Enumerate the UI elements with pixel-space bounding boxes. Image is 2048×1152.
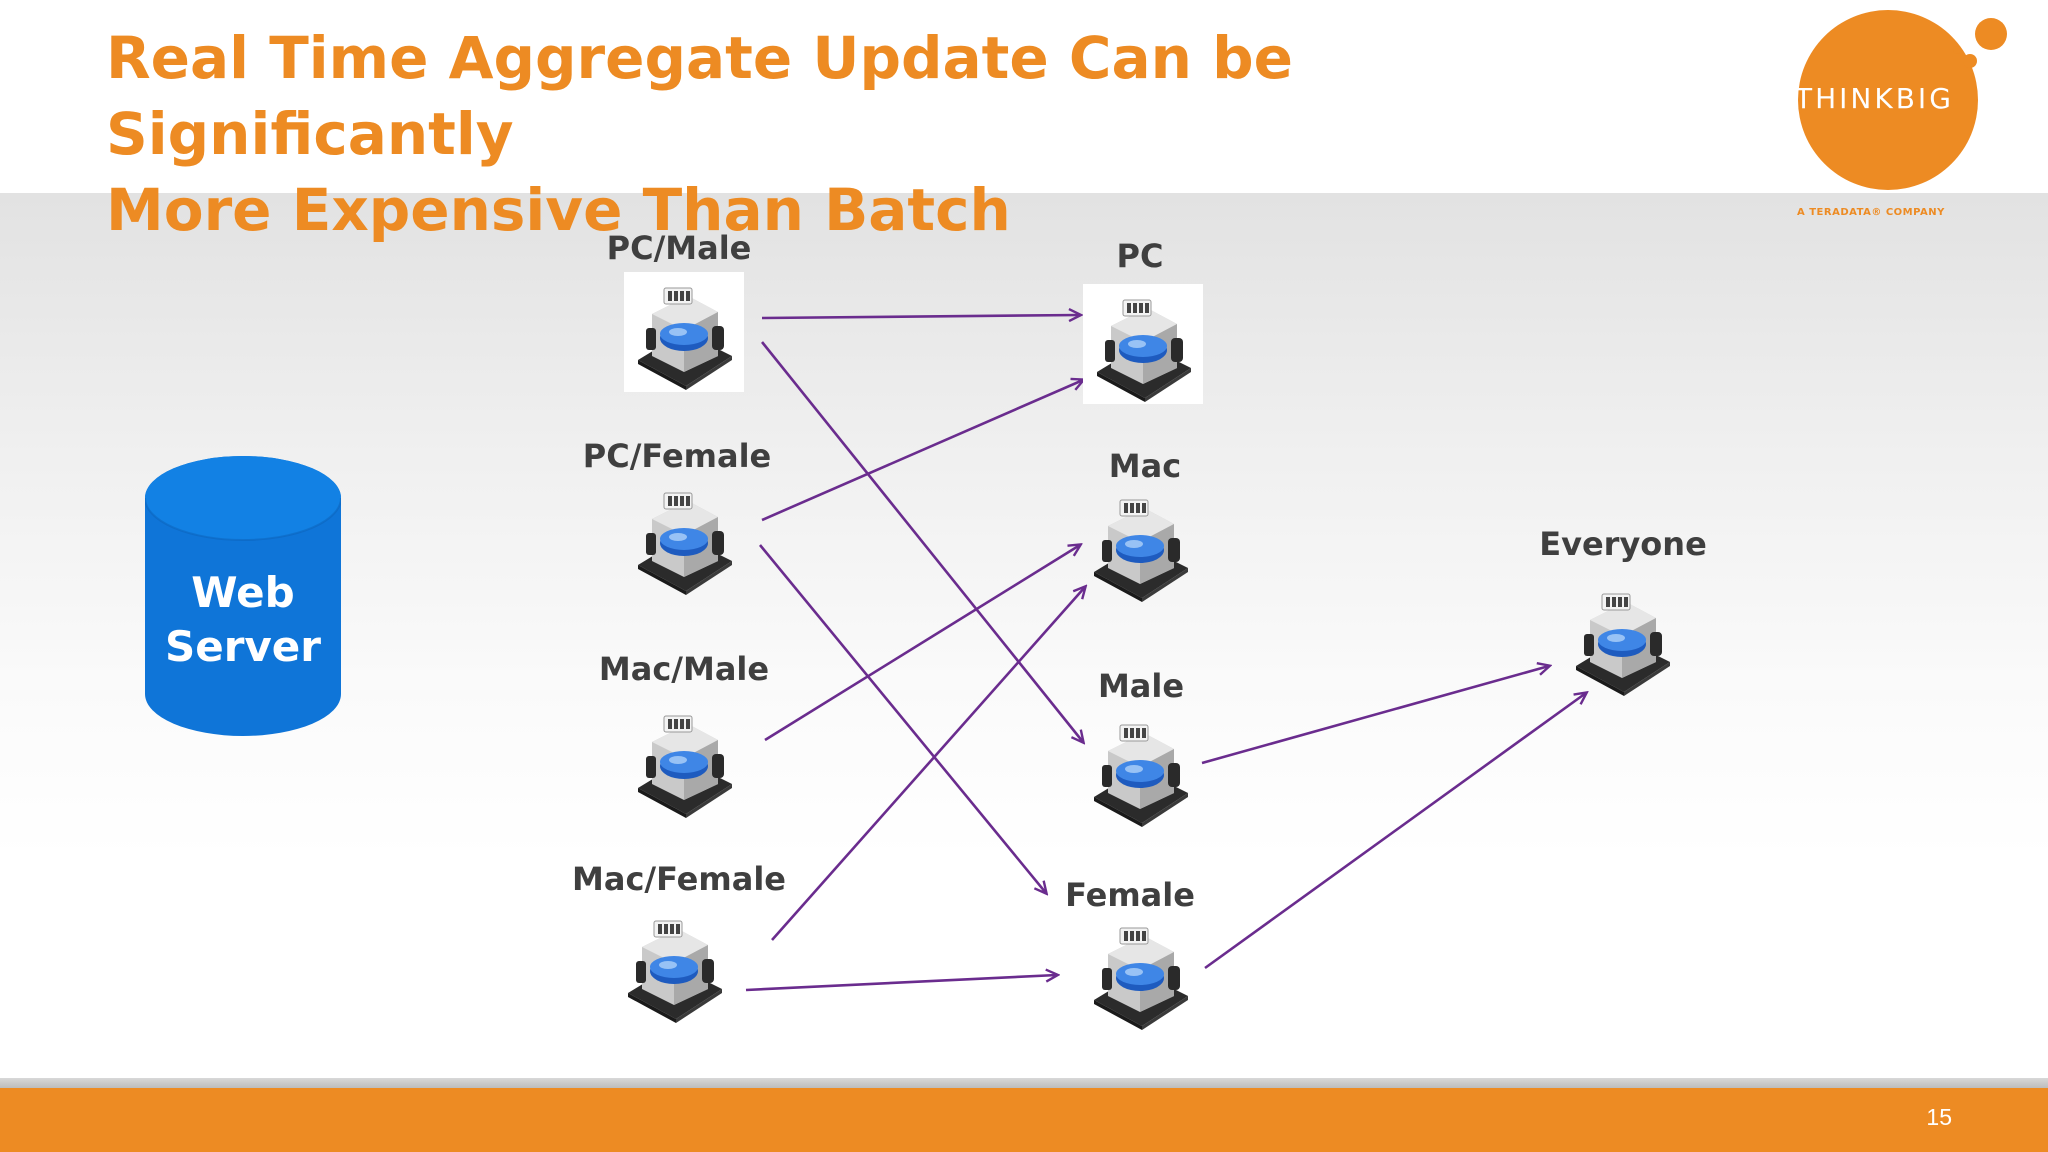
node-label-male: Male — [1097, 667, 1185, 705]
node-label-pc: PC — [1116, 237, 1164, 275]
logo-dot — [1953, 46, 1961, 54]
node-label-everyone: Everyone — [1539, 525, 1707, 563]
arrow-pc-male-to-pc — [761, 315, 1080, 318]
web-server-label-line-2: Server — [164, 622, 322, 671]
footer-bar — [0, 1088, 2048, 1152]
logo-wordmark: THINKBIG — [1795, 82, 1954, 115]
tally-counter-icon — [1080, 912, 1200, 1032]
tally-counter-icon — [624, 477, 744, 597]
slide-title-line-1: Real Time Aggregate Update Can be Signif… — [106, 24, 1293, 168]
slide-title-line-2: More Expensive Than Batch — [106, 176, 1011, 244]
slide-number: 15 — [1926, 1104, 1952, 1130]
arrow-mac-female-to-mac — [771, 587, 1085, 941]
web-server-label: Web Server — [145, 566, 341, 674]
content-background — [0, 193, 2048, 1080]
arrow-male-to-everyone — [1201, 666, 1549, 765]
node-label-mac-female: Mac/Female — [572, 860, 786, 898]
web-server-database: Web Server — [144, 456, 342, 736]
slide-title: Real Time Aggregate Update Can be Signif… — [106, 20, 1666, 248]
logo-tagline: A TERADATA® COMPANY — [1797, 207, 1945, 218]
node-label-pc-female: PC/Female — [582, 437, 772, 475]
arrow-female-to-everyone — [1204, 693, 1586, 970]
footer-shadow — [0, 1078, 2048, 1088]
tally-counter-icon — [624, 272, 744, 392]
thinkbig-logo: THINKBIG A TERADATA® COMPANY — [1785, 10, 2015, 230]
tally-counter-icon — [1083, 284, 1203, 404]
logo-circle — [1798, 10, 1978, 190]
arrow-pc-female-to-female — [758, 544, 1046, 893]
logo-dot — [1963, 54, 1977, 68]
tally-counter-icon — [1080, 709, 1200, 829]
tally-counter-icon — [614, 905, 734, 1025]
tally-counter-icon — [1080, 484, 1200, 604]
node-label-female: Female — [1065, 876, 1195, 914]
tally-counter-icon — [624, 700, 744, 820]
arrow-mac-female-to-female — [745, 975, 1057, 992]
arrow-pc-female-to-pc — [761, 380, 1083, 522]
node-label-mac: Mac — [1108, 447, 1182, 485]
node-label-mac-male: Mac/Male — [598, 650, 770, 688]
tally-counter-icon — [1562, 578, 1682, 698]
arrow-mac-male-to-mac — [764, 545, 1080, 742]
logo-dot — [1975, 18, 2007, 50]
arrow-pc-male-to-male — [760, 341, 1083, 742]
node-label-pc-male: PC/Male — [606, 229, 752, 267]
web-server-label-line-1: Web — [191, 568, 295, 617]
database-cylinder-icon — [144, 456, 342, 736]
